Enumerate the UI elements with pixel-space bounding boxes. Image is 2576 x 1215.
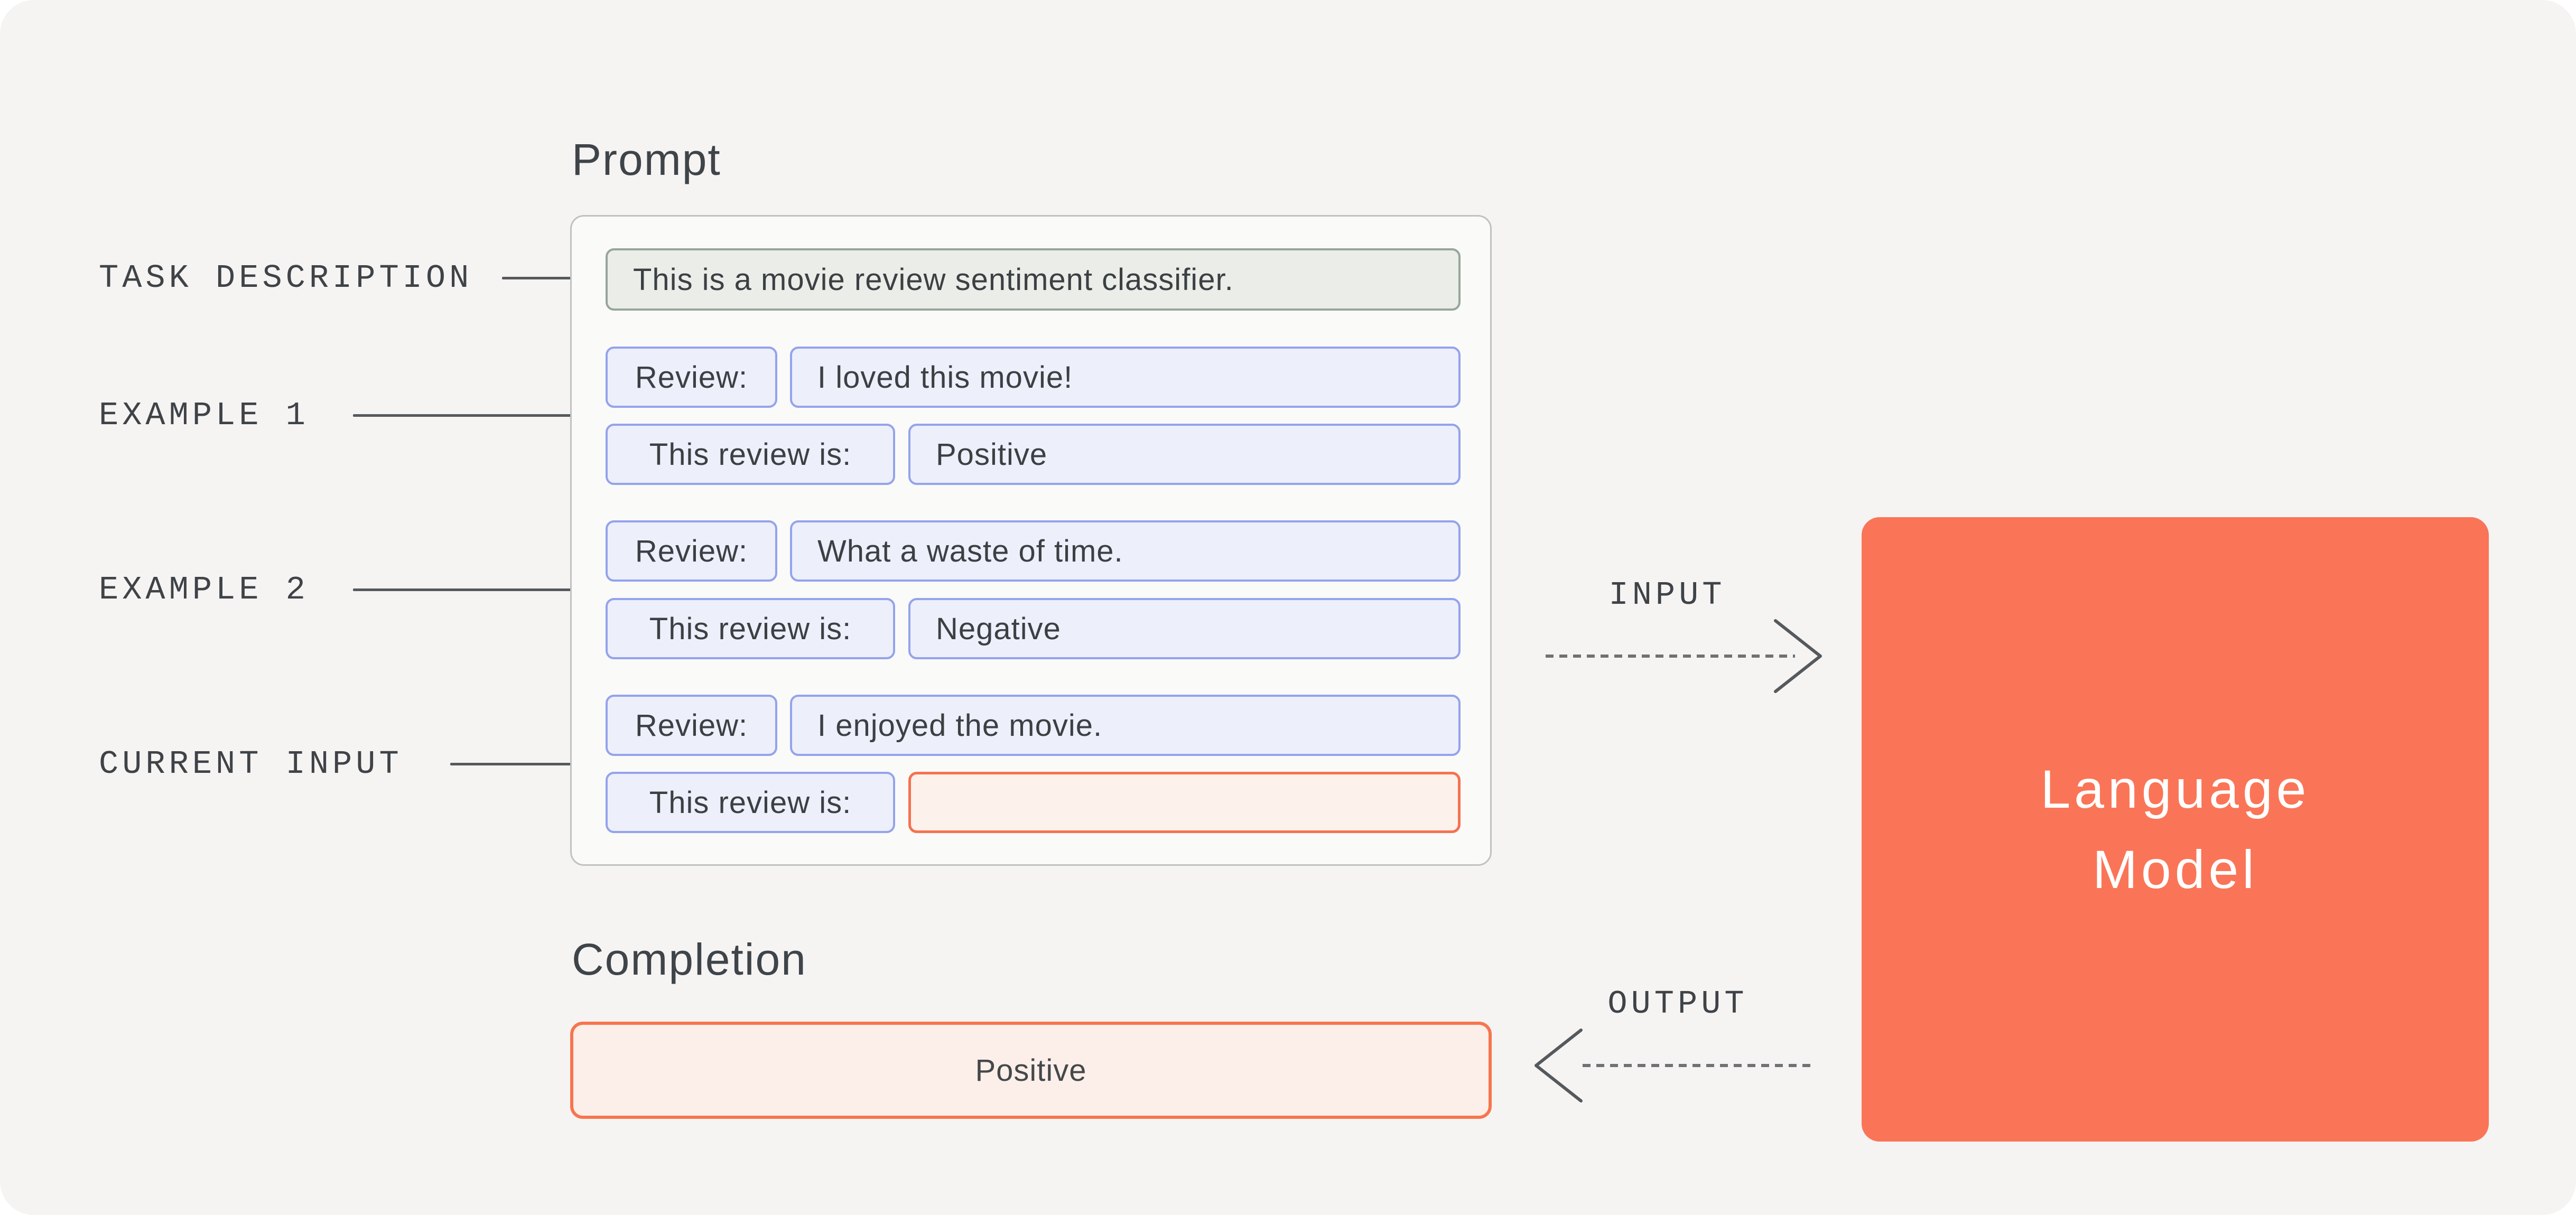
output-flow-label: OUTPUT [1607, 985, 1748, 1023]
example-2-answer-text-box: Negative [908, 598, 1461, 659]
input-arrow [1546, 619, 1822, 693]
example-2-review-text-box: What a waste of time. [790, 520, 1461, 582]
current-input-connector-line [450, 763, 591, 765]
example-2-review-label-pill: Review: [606, 520, 777, 582]
example-1-review-text-box: I loved this movie! [790, 347, 1461, 408]
example-2-answer-label-pill: This review is: [606, 598, 895, 659]
example-1-review-label-pill: Review: [606, 347, 777, 408]
prompt-container: This is a movie review sentiment classif… [570, 215, 1492, 866]
language-model-label-line1: Language [2040, 759, 2310, 819]
example-1-answer-label-pill: This review is: [606, 424, 895, 485]
current-input-review-text-box: I enjoyed the movie. [790, 695, 1461, 756]
example-1-connector-line [353, 414, 591, 417]
example-1-answer-text-box: Positive [908, 424, 1461, 485]
task-description-connector-line [502, 277, 591, 279]
current-input-label: CURRENT INPUT [99, 745, 403, 783]
output-arrow [1535, 1029, 1811, 1102]
example-2-connector-line [353, 588, 591, 591]
output-arrow-head-icon [1535, 1029, 1583, 1102]
task-description-label: TASK DESCRIPTION [99, 259, 473, 297]
completion-result-box: Positive [570, 1022, 1492, 1119]
input-arrow-head-icon [1774, 619, 1822, 693]
language-model-box: Language Model [1862, 517, 2489, 1142]
language-model-label-line2: Model [2093, 839, 2258, 900]
input-flow-label: INPUT [1608, 576, 1726, 614]
current-input-answer-label-pill: This review is: [606, 772, 895, 833]
completion-heading: Completion [572, 934, 807, 984]
task-description-box: This is a movie review sentiment classif… [606, 248, 1461, 311]
example-2-label: EXAMPLE 2 [99, 571, 309, 609]
example-1-label: EXAMPLE 1 [99, 397, 309, 434]
current-input-review-label-pill: Review: [606, 695, 777, 756]
prompt-heading: Prompt [572, 135, 721, 184]
current-input-empty-answer-box [908, 772, 1461, 833]
